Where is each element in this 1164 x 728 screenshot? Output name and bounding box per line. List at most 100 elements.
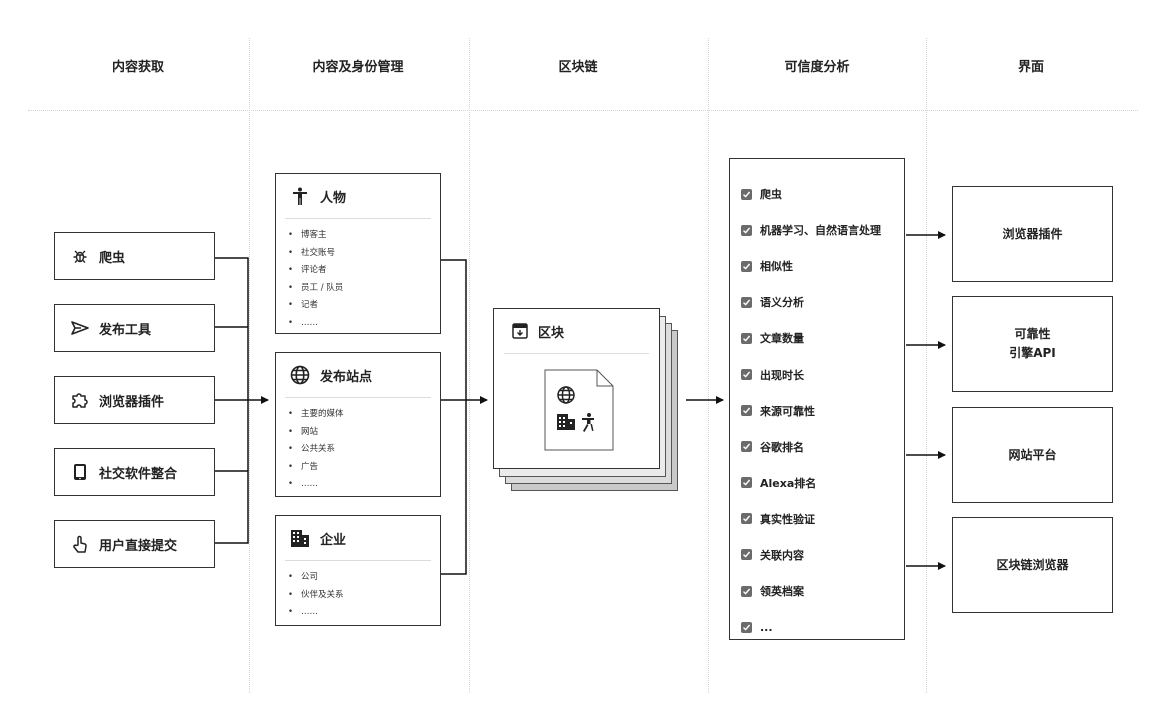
list-item: 记者 [288,297,440,315]
credibility-item: 谷歌排名 [730,429,904,465]
card-divider [504,353,649,354]
checkbox-checked-icon [741,188,752,200]
list-item: 伙伴及关系 [288,587,440,605]
credibility-item: Alexa排名 [730,465,904,501]
building-icon [290,528,310,548]
output-blockchain-explorer: 区块链浏览器 [952,517,1113,613]
list-item: 公共关系 [288,441,440,459]
column-header-credibility-analysis: 可信度分析 [784,60,850,75]
credibility-item: ... [730,609,904,645]
credibility-label: 领英档案 [760,585,804,599]
list-item: 网站 [288,424,440,442]
credibility-item: 来源可靠性 [730,393,904,429]
list-item: 员工 / 队员 [288,280,440,298]
column-header-identity-management: 内容及身份管理 [312,60,404,75]
card-people: 人物 博客主 社交账号 评论者 员工 / 队员 记者 …… [275,173,441,334]
source-publishing-tool: 发布工具 [54,304,215,352]
document-icon [544,369,614,451]
output-label: 浏览器插件 [1002,226,1063,241]
checkbox-checked-icon [741,260,752,272]
credibility-label: 爬虫 [760,188,782,202]
list-item: 主要的媒体 [288,406,440,424]
company-list: 公司 伙伴及关系 …… [276,561,440,622]
output-label: 网站平台 [1008,447,1057,462]
block-title: 区块 [538,325,565,341]
column-header-interface: 界面 [1017,60,1044,75]
list-item: …… [288,315,440,333]
card-title: 人物 [320,190,347,206]
credibility-item: 文章数量 [730,320,904,356]
card-title: 发布站点 [320,369,373,385]
source-user-submission: 用户直接提交 [54,520,215,568]
checkbox-checked-icon [741,369,752,381]
credibility-label: 谷歌排名 [760,440,804,454]
credibility-item: 爬虫 [730,176,904,212]
phone-icon [71,463,89,481]
block-card: 区块 [493,308,660,469]
card-divider [285,218,431,219]
person-icon [290,186,310,206]
people-list: 博客主 社交账号 评论者 员工 / 队员 记者 …… [276,219,440,332]
credibility-item: 领英档案 [730,573,904,609]
archive-icon [512,323,528,339]
credibility-label: 来源可靠性 [760,404,815,418]
list-item: 博客主 [288,227,440,245]
credibility-item: 真实性验证 [730,501,904,537]
output-reliability-engine-api: 可靠性 引擎API [952,296,1113,392]
card-title: 企业 [320,532,347,548]
column-divider [926,38,927,693]
source-label: 浏览器插件 [99,394,165,410]
source-label: 用户直接提交 [99,538,178,554]
credibility-label: 语义分析 [760,296,804,310]
credibility-item: 相似性 [730,248,904,284]
list-item: 广告 [288,459,440,477]
checkbox-checked-icon [741,513,752,525]
column-divider [708,38,709,693]
credibility-label: ... [760,620,773,634]
globe-icon [290,365,310,385]
column-divider [249,38,250,693]
checkbox-checked-icon [741,405,752,417]
output-web-platform: 网站平台 [952,407,1113,503]
checkbox-checked-icon [741,296,752,308]
checkbox-checked-icon [741,549,752,561]
checkbox-checked-icon [741,224,752,236]
credibility-label: Alexa排名 [760,476,817,490]
credibility-label: 相似性 [760,260,793,274]
list-item: 评论者 [288,262,440,280]
credibility-item: 关联内容 [730,537,904,573]
credibility-item: 语义分析 [730,284,904,320]
list-item: 公司 [288,569,440,587]
checkbox-checked-icon [741,441,752,453]
touch-icon [71,535,89,553]
credibility-item: 出现时长 [730,356,904,392]
credibility-label: 文章数量 [760,332,804,346]
card-publishing-sites: 发布站点 主要的媒体 网站 公共关系 广告 …… [275,352,441,497]
list-item: 社交账号 [288,245,440,263]
credibility-item: 机器学习、自然语言处理 [730,212,904,248]
source-label: 爬虫 [99,250,126,266]
output-browser-plugin: 浏览器插件 [952,186,1113,282]
identity-connector [441,259,467,575]
source-crawler: 爬虫 [54,232,215,280]
card-divider [285,560,431,561]
card-divider [285,397,431,398]
credibility-label: 关联内容 [760,548,804,562]
source-social-integration: 社交软件整合 [54,448,215,496]
source-label: 社交软件整合 [99,466,178,482]
checkbox-checked-icon [741,332,752,344]
card-company: 企业 公司 伙伴及关系 …… [275,515,441,626]
credibility-label: 真实性验证 [760,512,815,526]
source-label: 发布工具 [99,322,152,338]
list-item: …… [288,604,440,622]
column-header-content-acquisition: 内容获取 [111,60,164,75]
credibility-label: 机器学习、自然语言处理 [760,224,881,238]
column-divider [469,38,470,693]
checkbox-checked-icon [741,621,752,633]
column-header-blockchain: 区块链 [558,60,598,75]
bug-icon [71,247,89,265]
output-label: 区块链浏览器 [996,557,1069,572]
checkbox-checked-icon [741,585,752,597]
list-item: …… [288,476,440,494]
